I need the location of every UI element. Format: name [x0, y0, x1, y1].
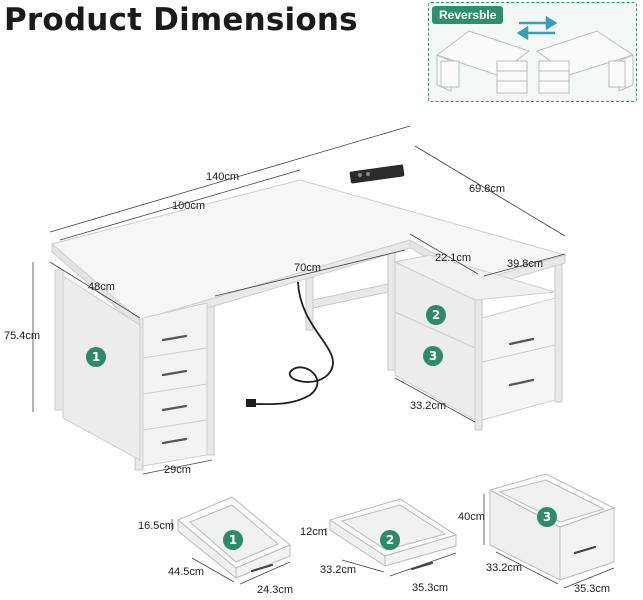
drawer-2-badge: 2 [380, 530, 400, 550]
reversible-illustration [435, 15, 635, 94]
dim-depth-left: 48cm [88, 281, 115, 293]
drawer-dimension-lines [171, 494, 615, 589]
drawer-2-illustration [328, 498, 458, 567]
drawer-2-width: 35.3cm [412, 582, 449, 594]
dim-return-width: 39.8cm [507, 258, 544, 270]
drawer-handles-right [508, 337, 535, 387]
dim-return-depth: 22.1cm [435, 252, 472, 264]
left-cabinet [62, 275, 208, 467]
drawer-handles-left [161, 334, 188, 445]
drawer-3-badge: 3 [537, 507, 557, 527]
drawer-1-depth: 44.5cm [168, 566, 205, 578]
drawer-2-depth: 33.2cm [320, 564, 357, 576]
dim-total-width: 140cm [206, 171, 240, 183]
badge-3: 3 [423, 346, 443, 366]
swap-arrows-icon [516, 15, 558, 41]
dim-top-width: 100cm [172, 200, 206, 212]
dim-cabinet-depth: 33.2cm [410, 400, 447, 412]
drawer-handles-bottom [250, 545, 597, 573]
dimension-lines [32, 125, 566, 475]
drawer-1-badge: 1 [223, 530, 243, 550]
drawer-3-height: 40cm [458, 511, 485, 523]
dim-height: 75.4cm [4, 330, 41, 342]
mini-desk-right [535, 30, 635, 94]
badge-2: 2 [426, 305, 446, 325]
right-cabinet [393, 254, 556, 421]
reversible-label: Reversble [432, 6, 504, 24]
reversible-panel: Reversble [428, 2, 637, 102]
dim-drawer-width: 29cm [164, 464, 191, 476]
plug-icon [246, 399, 256, 407]
drawer-1-height: 16.5cm [138, 520, 175, 532]
drawer-3-depth: 33.2cm [486, 562, 523, 574]
drawer-1-width: 24.3cm [257, 584, 294, 596]
mini-desk-left [435, 30, 531, 94]
drawer-3-illustration [488, 473, 616, 581]
dim-depth-right: 69.8cm [469, 183, 506, 195]
page-title: Product Dimensions [4, 2, 358, 38]
dim-inner-width: 70cm [294, 262, 321, 274]
power-cable [251, 281, 334, 406]
power-strip-icon [349, 164, 405, 184]
drawer-3-width: 35.3cm [574, 583, 611, 595]
badge-1: 1 [86, 347, 106, 367]
drawer-2-height: 12cm [300, 526, 327, 538]
